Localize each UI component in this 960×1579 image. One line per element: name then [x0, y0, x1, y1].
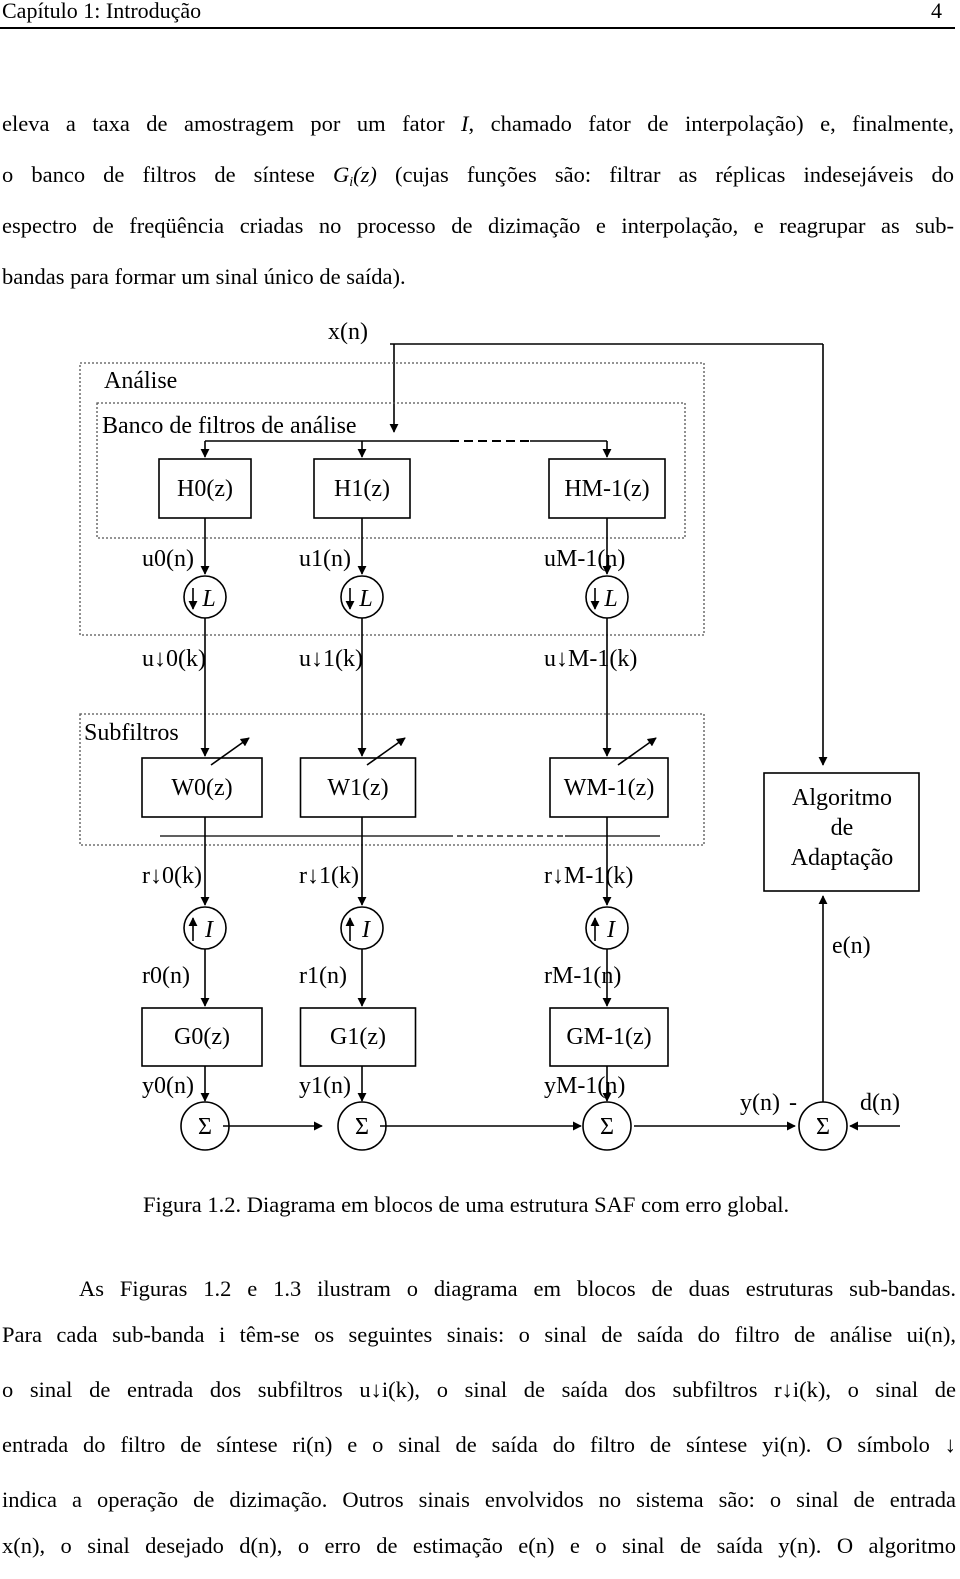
filter-bank-label: Banco de filtros de análise [102, 413, 357, 439]
paragraph-line: o sinal de entrada dos subfiltros u↓i(k)… [2, 1377, 956, 1402]
interpolation-factor: I [204, 917, 214, 943]
paragraph-line: bandas para formar um sinal único de saí… [2, 264, 406, 289]
paragraph-line: eleva a taxa de amostragem por um fator … [2, 111, 954, 136]
paragraph-line: o banco de filtros de síntese Gi(z) (cuj… [2, 162, 954, 190]
subfilter-label: W1(z) [327, 775, 388, 801]
paragraph-line: Para cada sub-banda i têm-se os seguinte… [2, 1322, 956, 1347]
decimated-signal-label: u↓0(k) [142, 646, 206, 672]
error-summation-node [798, 1101, 848, 1151]
adaptation-line: Algoritmo [792, 785, 892, 811]
subfilter-block [141, 757, 263, 818]
adaptive-arrow-icon [617, 737, 657, 766]
analysis-filter-label: HM-1(z) [564, 476, 649, 502]
analysis-filter-block [548, 458, 666, 519]
subfilter-block [299, 757, 417, 818]
interpolated-signal-label: rM-1(n) [544, 963, 621, 989]
error-signal-label: e(n) [832, 933, 871, 959]
synthesis-filter-block [141, 1007, 263, 1067]
intro-paragraph: eleva a taxa de amostragem por um fator … [2, 98, 954, 302]
subfilter-label: W0(z) [171, 775, 232, 801]
analysis-output-label: u0(n) [142, 546, 194, 572]
input-signal-label: x(n) [328, 319, 368, 345]
adaptation-line: de [831, 815, 854, 841]
analysis-filter-label: H1(z) [334, 476, 390, 502]
chapter-title: Capítulo 1: Introdução [2, 0, 202, 23]
sigma-symbol: Σ [600, 1114, 614, 1140]
synthesis-filter-label: GM-1(z) [566, 1024, 651, 1050]
header-rule [0, 27, 955, 29]
synthesis-filter-label: G1(z) [330, 1024, 386, 1050]
page-header: Capítulo 1: Introdução 4 [0, 0, 960, 30]
decimation-factor: L [358, 586, 372, 612]
subfilter-output-label: r↓0(k) [142, 863, 202, 889]
page-number: 4 [931, 0, 942, 23]
sigma-symbol: Σ [355, 1114, 369, 1140]
subfilter-output-label: r↓1(k) [299, 863, 359, 889]
factor-symbol: I [461, 111, 469, 136]
interpolated-signal-label: r0(n) [142, 963, 190, 989]
summation-node [582, 1101, 632, 1151]
synthesis-output-label: y0(n) [142, 1073, 194, 1099]
output-signal-label: y(n) [740, 1090, 780, 1116]
analysis-region [79, 362, 705, 636]
synthesis-symbol: Gi(z) [333, 162, 377, 190]
subfilter-label: WM-1(z) [564, 775, 655, 801]
decimated-signal-label: u↓1(k) [299, 646, 363, 672]
analysis-filter-block [313, 458, 411, 519]
interpolation-factor: I [606, 917, 616, 943]
synthesis-filter-label: G0(z) [174, 1024, 230, 1050]
paragraph-line: espectro de freqüência criadas no proces… [2, 213, 954, 238]
filter-bank-region [96, 402, 686, 539]
synthesis-filter-block [299, 1007, 417, 1067]
analysis-output-label: u1(n) [299, 546, 351, 572]
subfilters-region [79, 713, 705, 846]
figure-caption: Figura 1.2. Diagrama em blocos de uma es… [143, 1192, 790, 1217]
paragraph-line: entrada do filtro de síntese ri(n) e o s… [2, 1432, 956, 1457]
desired-signal-label: d(n) [860, 1090, 900, 1116]
paragraph-line: indica a operação de dizimação. Outros s… [2, 1487, 956, 1512]
decimation-factor: L [201, 586, 215, 612]
subfilters-label: Subfiltros [84, 720, 179, 746]
synthesis-output-label: y1(n) [299, 1073, 351, 1099]
analysis-filter-label: H0(z) [177, 476, 233, 502]
analysis-filter-block [158, 458, 252, 519]
analysis-label: Análise [104, 368, 177, 394]
subfilter-output-label: r↓M-1(k) [544, 863, 633, 889]
minus-sign: - [789, 1090, 797, 1116]
sigma-symbol: Σ [816, 1114, 830, 1140]
paragraph-line: x(n), o sinal desejado d(n), o erro de e… [2, 1533, 956, 1558]
synthesis-filter-block [549, 1007, 669, 1067]
adaptation-line: Adaptação [791, 845, 894, 871]
decimated-signal-label: u↓M-1(k) [544, 646, 637, 672]
subfilter-block [549, 757, 669, 818]
sigma-symbol: Σ [198, 1114, 212, 1140]
decimation-factor: L [603, 586, 617, 612]
adaptive-arrow-icon [366, 737, 406, 766]
adaptive-arrow-icon [210, 737, 250, 766]
interpolated-signal-label: r1(n) [299, 963, 347, 989]
analysis-output-label: uM-1(n) [544, 546, 625, 572]
body-paragraph: As Figuras 1.2 e 1.3 ilustram o diagrama… [2, 1276, 956, 1579]
paragraph-line: As Figuras 1.2 e 1.3 ilustram o diagrama… [79, 1276, 956, 1301]
adaptation-algorithm-block [763, 772, 920, 892]
interpolation-factor: I [361, 917, 371, 943]
synthesis-output-label: yM-1(n) [544, 1073, 625, 1099]
